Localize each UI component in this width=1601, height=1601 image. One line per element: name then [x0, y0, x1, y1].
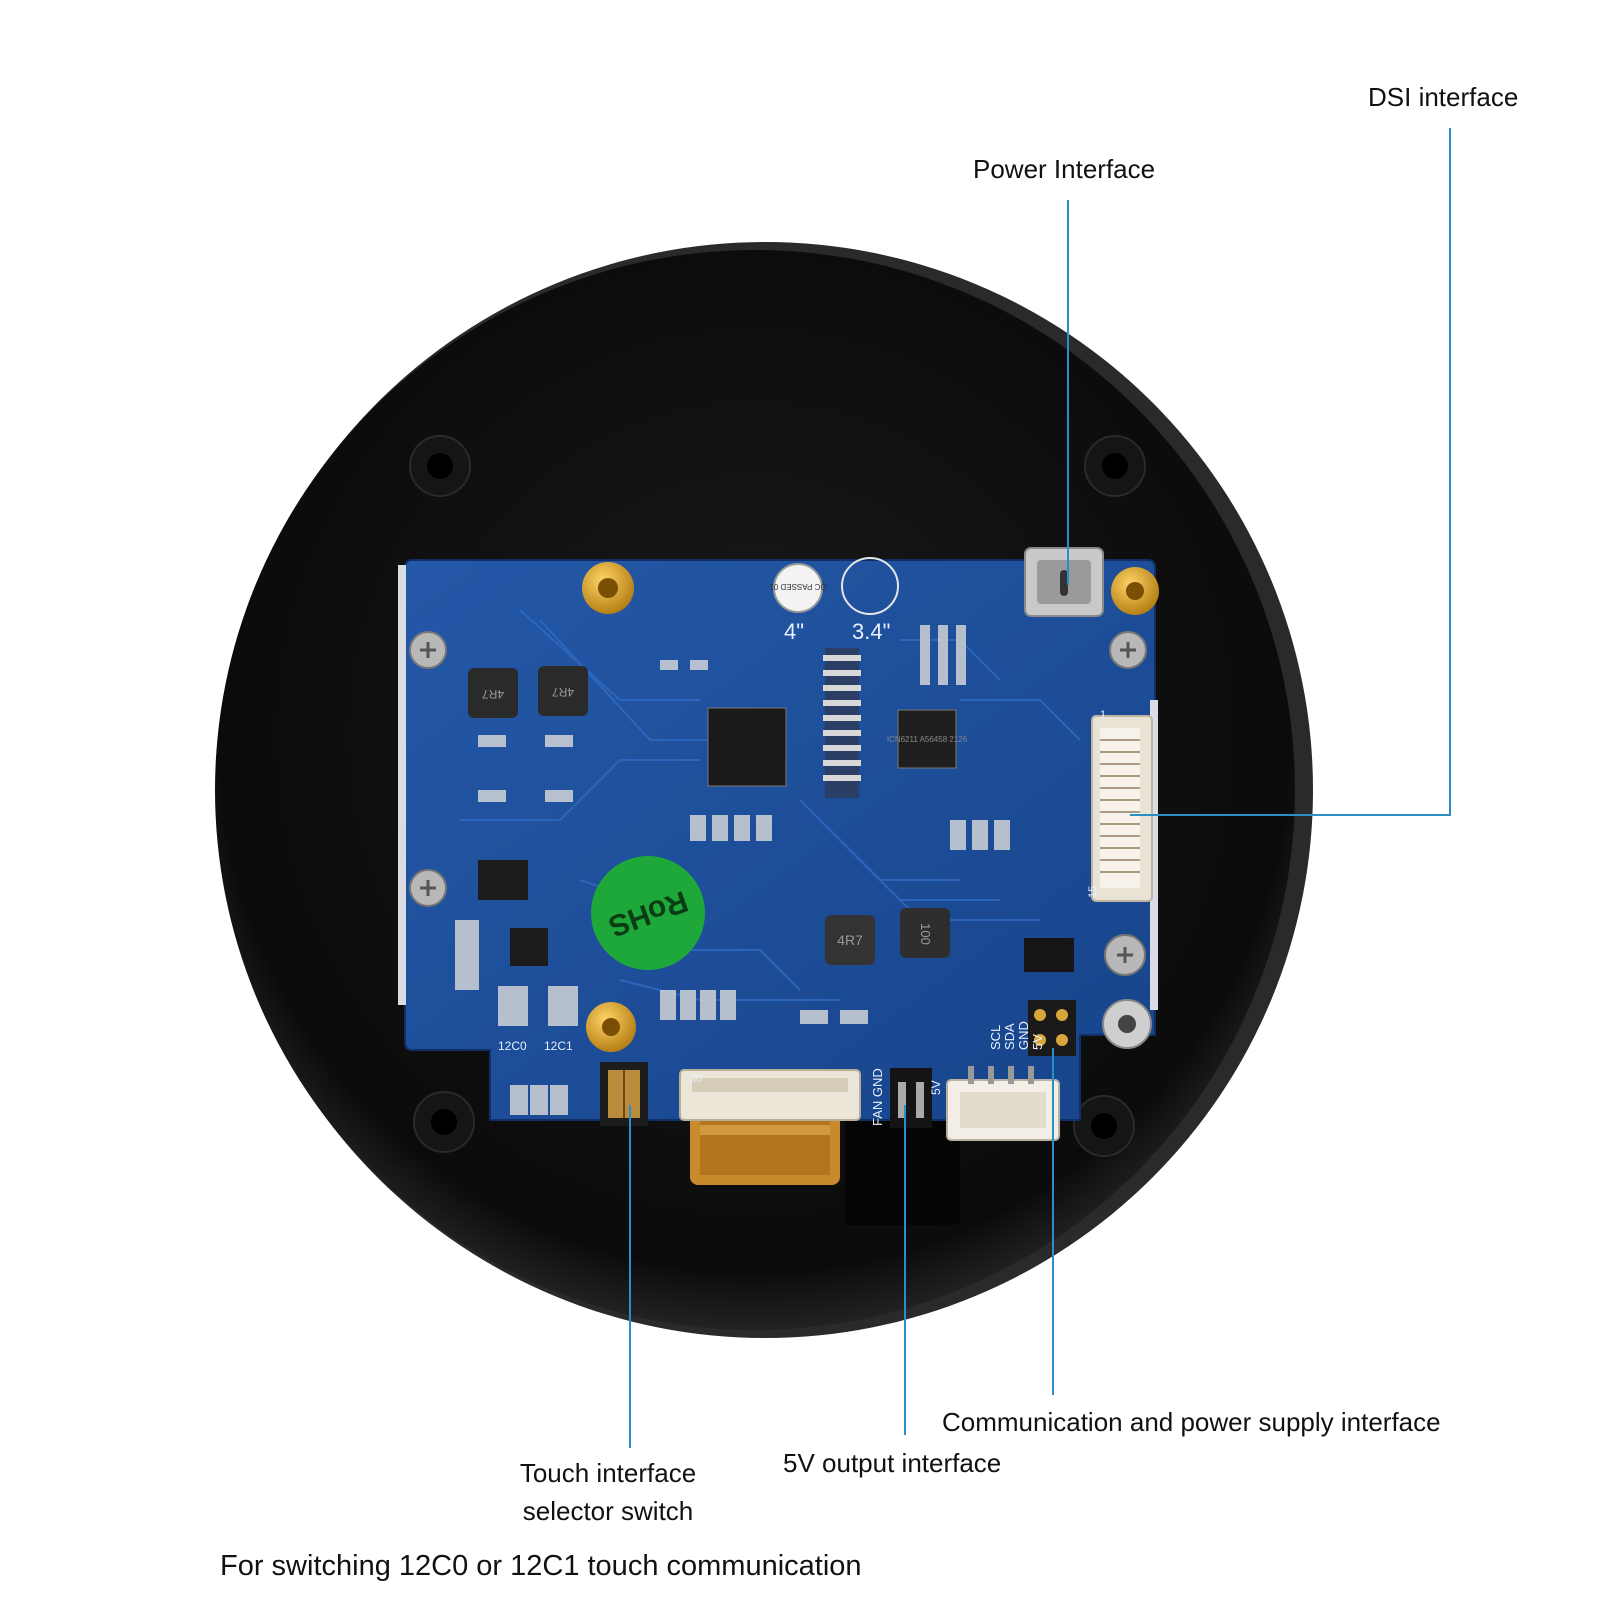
qc-sticker: [773, 557, 899, 615]
flex-cable: [690, 1110, 840, 1185]
label-power-interface: Power Interface: [973, 154, 1156, 184]
silk-gnd: GND: [1016, 1021, 1031, 1050]
silk-pin30: 30: [690, 1073, 702, 1085]
usb-c-connector: [1024, 547, 1104, 617]
inductor-b-text: 4R7: [552, 685, 574, 699]
jst-connector: [946, 1066, 1060, 1141]
inductors: [468, 666, 950, 965]
silk-pin1: 1: [1100, 709, 1106, 721]
dsi-connector: [1091, 715, 1153, 902]
silk-fan-gnd: FAN GND: [870, 1068, 885, 1126]
silk-i2c0: 12C0: [498, 1039, 527, 1053]
label-touch-switch-line2: selector switch: [522, 1496, 694, 1526]
inductor-c-text: 4R7: [837, 932, 863, 948]
dip-switch: [600, 1062, 648, 1126]
label-5v-output: 5V output interface: [783, 1448, 1002, 1478]
fpc-connector: [679, 1069, 861, 1121]
footnote: For switching 12C0 or 12C1 touch communi…: [220, 1550, 862, 1582]
screws: [409, 631, 1152, 1049]
label-dsi-interface: DSI interface: [1368, 82, 1519, 112]
silk-size-3-4: 3.4": [852, 619, 890, 644]
fan-header: [890, 1068, 932, 1128]
silk-5v: 5V: [1030, 1034, 1045, 1050]
mounting-holes: [409, 435, 1146, 1157]
enclosure-cutout: [845, 1115, 960, 1225]
chip-marking: ICN6211 A56458 2126: [887, 735, 968, 744]
pin-header: [1024, 938, 1076, 1056]
silk-sda: SDA: [1002, 1023, 1017, 1050]
inductor-d-text: 100: [918, 923, 933, 945]
leader-dsi: [1130, 128, 1451, 816]
label-touch-switch-line1: Touch interface: [519, 1458, 697, 1488]
brass-standoffs: [582, 562, 1159, 1052]
inductor-a-text: 4R7: [482, 687, 504, 701]
silk-size-4: 4": [784, 619, 804, 644]
silk-fan-5v: 5V: [929, 1080, 943, 1095]
silk-i2c1: 12C1: [544, 1039, 573, 1053]
ics: [478, 648, 957, 966]
silk-scl: SCL: [988, 1025, 1003, 1050]
rohs-sticker: [591, 856, 705, 970]
smd-components: [455, 625, 1010, 1115]
label-comm-power-interface: Communication and power supply interface: [942, 1407, 1441, 1437]
silk-pin15: 15: [1087, 886, 1099, 898]
label-touch-switch: Touch interface selector switch: [508, 1454, 708, 1530]
qc-text: QC PASSED 01: [769, 582, 827, 591]
